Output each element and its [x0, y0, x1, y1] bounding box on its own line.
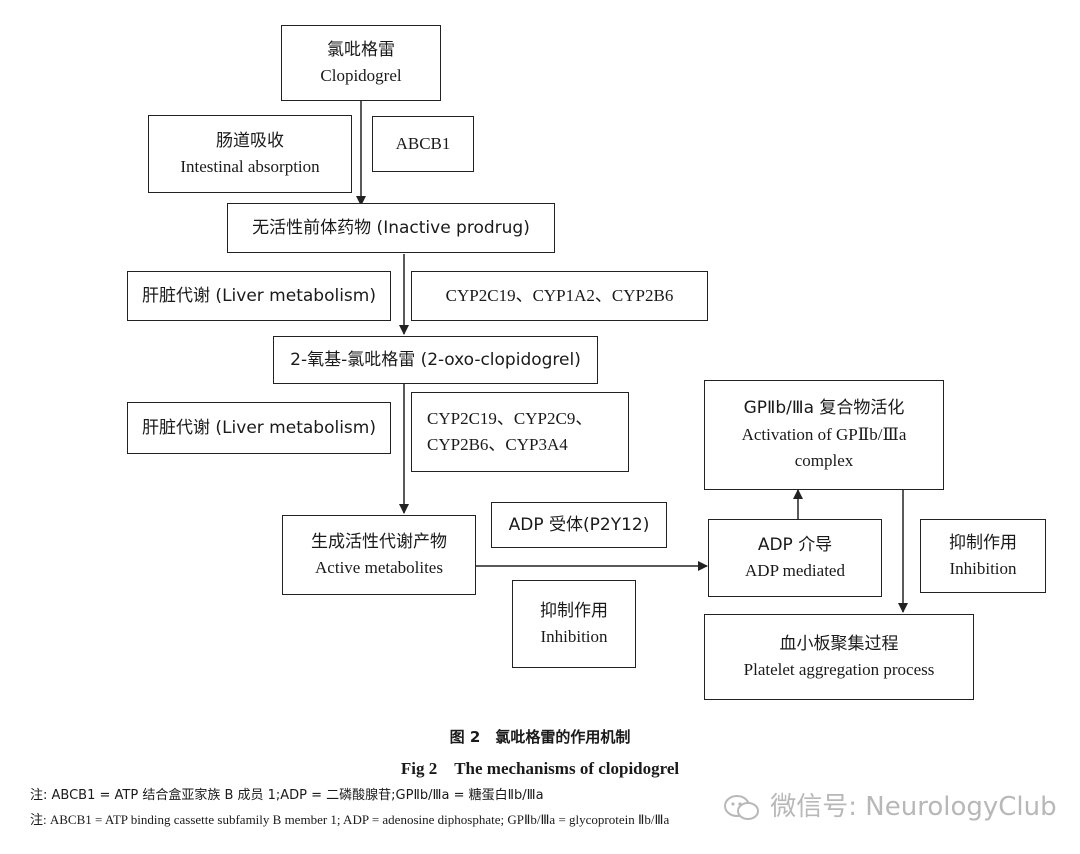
liver2-text: 肝脏代谢 (Liver metabolism): [142, 417, 376, 438]
gp-activation-box: GPⅡb/Ⅲa 复合物活化 Activation of GPⅡb/Ⅲa comp…: [704, 380, 944, 490]
cyp1-text: CYP2C19、CYP1A2、CYP2B6: [445, 285, 674, 305]
liver1-text: 肝脏代谢 (Liver metabolism): [142, 285, 376, 306]
adp-mediated-en: ADP mediated: [745, 561, 845, 580]
gp-activation-en2: complex: [794, 451, 854, 471]
inhibition2-en: Inhibition: [949, 559, 1017, 578]
intestinal-en: Intestinal absorption: [180, 157, 320, 176]
active-zh: 生成活性代谢产物: [311, 531, 447, 552]
cyp2-line2: CYP2B6、CYP3A4: [427, 435, 568, 454]
cyp-enzymes-box-1: CYP2C19、CYP1A2、CYP2B6: [411, 271, 708, 321]
intestinal-zh: 肠道吸收: [216, 130, 284, 151]
clopidogrel-box: 氯吡格雷 Clopidogrel: [281, 25, 441, 101]
note-en: 注: ABCB1 = ATP binding cassette subfamil…: [30, 812, 670, 827]
clopidogrel-en: Clopidogrel: [320, 66, 402, 85]
inhibition-box-2: 抑制作用 Inhibition: [920, 519, 1046, 593]
active-metabolites-box: 生成活性代谢产物 Active metabolites: [282, 515, 476, 595]
adp-receptor-text: ADP 受体(P2Y12): [508, 514, 650, 535]
liver-metabolism-box-1: 肝脏代谢 (Liver metabolism): [127, 271, 391, 321]
adp-mediated-zh: ADP 介导: [757, 534, 833, 555]
clopidogrel-zh: 氯吡格雷: [327, 39, 395, 60]
inhibition1-en: Inhibition: [540, 627, 608, 646]
adp-mediated-box: ADP 介导 ADP mediated: [708, 519, 882, 597]
intestinal-absorption-box: 肠道吸收 Intestinal absorption: [148, 115, 352, 193]
abcb1-box: ABCB1: [372, 116, 474, 172]
oxo-text: 2-氧基-氯吡格雷 (2-oxo-clopidogrel): [290, 349, 581, 370]
inhibition2-zh: 抑制作用: [949, 532, 1017, 553]
liver-metabolism-box-2: 肝脏代谢 (Liver metabolism): [127, 402, 391, 454]
inhibition-box-1: 抑制作用 Inhibition: [512, 580, 636, 668]
cyp-enzymes-box-2: CYP2C19、CYP2C9、 CYP2B6、CYP3A4: [411, 392, 629, 472]
abcb1-text: ABCB1: [395, 133, 451, 153]
oxo-clopidogrel-box: 2-氧基-氯吡格雷 (2-oxo-clopidogrel): [273, 336, 598, 384]
platelet-aggregation-box: 血小板聚集过程 Platelet aggregation process: [704, 614, 974, 700]
inactive-prodrug-box: 无活性前体药物 (Inactive prodrug): [227, 203, 555, 253]
gp-activation-en1: Activation of GPⅡb/Ⅲa: [741, 424, 907, 444]
cyp2-line1: CYP2C19、CYP2C9、: [427, 408, 593, 428]
watermark-text: 微信号: NeurologyClub: [770, 792, 1057, 822]
caption-zh: 图 2 氯吡格雷的作用机制: [449, 728, 631, 746]
platelet-zh: 血小板聚集过程: [779, 633, 899, 654]
note-zh: 注: ABCB1 = ATP 结合盒亚家族 B 成员 1;ADP = 二磷酸腺苷…: [30, 788, 544, 803]
gp-activation-zh: GPⅡb/Ⅲa 复合物活化: [743, 398, 905, 419]
inhibition1-zh: 抑制作用: [540, 600, 608, 621]
active-en: Active metabolites: [315, 558, 443, 577]
watermark: 微信号: NeurologyClub: [722, 786, 1057, 823]
platelet-en: Platelet aggregation process: [743, 660, 935, 679]
adp-receptor-box: ADP 受体(P2Y12): [491, 502, 667, 548]
prodrug-text: 无活性前体药物 (Inactive prodrug): [252, 217, 530, 238]
wechat-icon: [724, 794, 759, 820]
caption-en: Fig 2 The mechanisms of clopidogrel: [400, 759, 680, 778]
